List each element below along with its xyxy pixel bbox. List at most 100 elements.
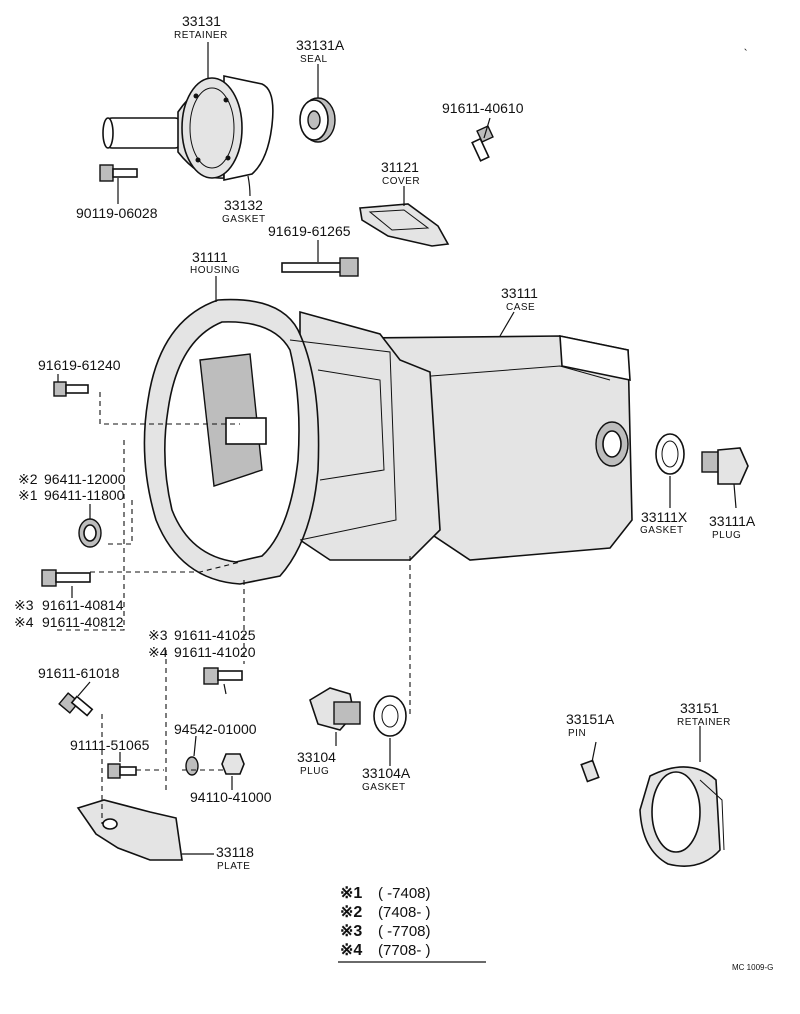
legend-row-4: ※4 (7708- ) — [340, 942, 431, 959]
callout-gasket-33111x: 33111X GASKET — [640, 509, 688, 536]
part-number: 91611-41020 — [174, 644, 256, 660]
legend-range: (7708- ) — [378, 942, 431, 959]
part-number: 96411-12000 — [44, 471, 126, 487]
part-name: CASE — [506, 302, 535, 313]
legend: ※1 ( -7408) ※2 (7408- ) ※3 ( -7708) ※4 (… — [338, 885, 486, 963]
cover-31121-drawing — [359, 203, 450, 247]
part-number: 91611-40814 — [42, 597, 124, 613]
part-number: 94110-41000 — [190, 789, 272, 805]
part-number: 33111X — [641, 509, 688, 525]
legend-mark: ※2 — [340, 904, 362, 921]
callout-retainer-33131: 33131 RETAINER — [174, 13, 228, 41]
gasket-33104a-drawing — [373, 695, 407, 737]
part-number: 31111 — [192, 249, 228, 265]
bolt-91611-40610-drawing — [471, 125, 494, 162]
mark: ※3 — [148, 627, 168, 643]
legend-row-1: ※1 ( -7408) — [340, 885, 431, 902]
part-number: 91611-40610 — [442, 100, 524, 116]
part-number: 91111-51065 — [70, 737, 150, 753]
part-number: 33131A — [296, 37, 345, 53]
plug-33104-drawing — [309, 687, 361, 731]
callout-bolt-91611-40610: 91611-40610 — [442, 100, 524, 116]
legend-mark: ※3 — [340, 923, 362, 940]
bolt-91619-61240-drawing — [53, 381, 89, 397]
mark: ※4 — [148, 644, 168, 660]
part-name: GASKET — [222, 214, 266, 225]
legend-range: (7408- ) — [378, 904, 431, 921]
bolt-90119-06028-drawing — [99, 164, 138, 182]
part-number: 90119-06028 — [76, 205, 158, 221]
part-number: 91611-41025 — [174, 627, 256, 643]
callout-gasket-33132: 33132 GASKET — [222, 197, 266, 225]
legend-mark: ※4 — [340, 942, 362, 959]
part-number: 96411-11800 — [44, 487, 125, 503]
bolt-91611-40814-drawing — [41, 569, 91, 587]
retainer-33151-drawing — [639, 766, 725, 867]
callout-pin-33151a: 33151A PIN — [566, 711, 615, 739]
callout-retainer-33151: 33151 RETAINER — [677, 700, 730, 728]
part-name: GASKET — [640, 525, 684, 536]
part-number: 31121 — [381, 159, 419, 175]
part-number: 33118 — [216, 844, 254, 860]
callout-bolt-91619-61240: 91619-61240 — [38, 357, 121, 373]
callout-bolt-91619-61265: 91619-61265 — [268, 223, 351, 239]
plate-33118-drawing — [76, 799, 183, 861]
part-number: 33132 — [224, 197, 263, 213]
legend-row-2: ※2 (7408- ) — [340, 904, 431, 921]
callout-cover-31121: 31121 COVER — [381, 159, 420, 187]
callout-bolt-91611-41025: ※3 91611-41025 — [148, 627, 256, 643]
callout-nut-94110-41000: 94110-41000 — [190, 789, 272, 805]
callout-bolt-91111-51065: 91111-51065 — [70, 737, 150, 753]
callout-housing-31111: 31111 HOUSING — [190, 249, 240, 276]
part-number: 33104 — [297, 749, 336, 765]
mark: ※2 — [18, 471, 38, 487]
seal-33131a-drawing — [299, 97, 336, 143]
retainer-33131-drawing — [102, 75, 274, 181]
legend-mark: ※1 — [340, 885, 362, 902]
part-name: PIN — [568, 728, 586, 739]
mark: ※3 — [14, 597, 34, 613]
bolt-91111-51065-drawing — [107, 763, 137, 779]
part-number: 33151A — [566, 711, 615, 727]
leader-lines — [57, 42, 737, 855]
part-number: 91619-61240 — [38, 357, 121, 373]
part-number: 91611-61018 — [38, 665, 120, 681]
washer-94542-01000-drawing — [185, 756, 199, 776]
legend-range: ( -7708) — [378, 923, 431, 940]
legend-row-3: ※3 ( -7708) — [340, 923, 431, 940]
callout-plug-33111a: 33111A PLUG — [709, 513, 756, 541]
part-name: PLATE — [217, 861, 250, 872]
part-number: 94542-01000 — [174, 721, 257, 737]
bolt-91611-61018-drawing — [58, 692, 94, 717]
callout-bolt-91611-41020: ※4 91611-41020 — [148, 644, 256, 660]
part-number: 33111 — [501, 285, 538, 301]
nut-94110-41000-drawing — [221, 753, 245, 775]
callout-bolt-91611-40814: ※3 91611-40814 — [14, 597, 124, 613]
callout-case-33111: 33111 CASE — [501, 285, 538, 313]
callout-bolt-91611-61018: 91611-61018 — [38, 665, 120, 681]
callout-plug-33104: 33104 PLUG — [297, 749, 336, 777]
part-number: 33104A — [362, 765, 411, 781]
callout-seal-96411-11800: ※1 96411-11800 — [18, 487, 125, 503]
part-number: 91619-61265 — [268, 223, 351, 239]
stray-mark: 、 — [744, 43, 752, 52]
part-name: PLUG — [712, 530, 741, 541]
transmission-body-drawing — [143, 298, 633, 585]
callout-bolt-90119-06028: 90119-06028 — [76, 205, 158, 221]
part-name: RETAINER — [174, 30, 228, 41]
pin-33151a-drawing — [580, 759, 600, 783]
part-number: 33111A — [709, 513, 756, 529]
part-name: COVER — [382, 176, 420, 187]
callout-seal-33131a: 33131A SEAL — [296, 37, 345, 65]
callout-plate-33118: 33118 PLATE — [216, 844, 254, 872]
plug-33111a-drawing — [701, 447, 749, 485]
callout-washer-94542-01000: 94542-01000 — [174, 721, 257, 737]
gasket-33111x-drawing — [655, 433, 685, 475]
seal-96411-drawing — [78, 518, 102, 548]
callout-gasket-33104a: 33104A GASKET — [362, 765, 411, 793]
assembly-lines — [56, 392, 411, 824]
callout-seal-96411-12000: ※2 96411-12000 — [18, 471, 126, 487]
bolt-91611-41025-drawing — [203, 667, 243, 685]
part-name: PLUG — [300, 766, 329, 777]
callout-bolt-91611-40812: ※4 91611-40812 — [14, 614, 124, 630]
